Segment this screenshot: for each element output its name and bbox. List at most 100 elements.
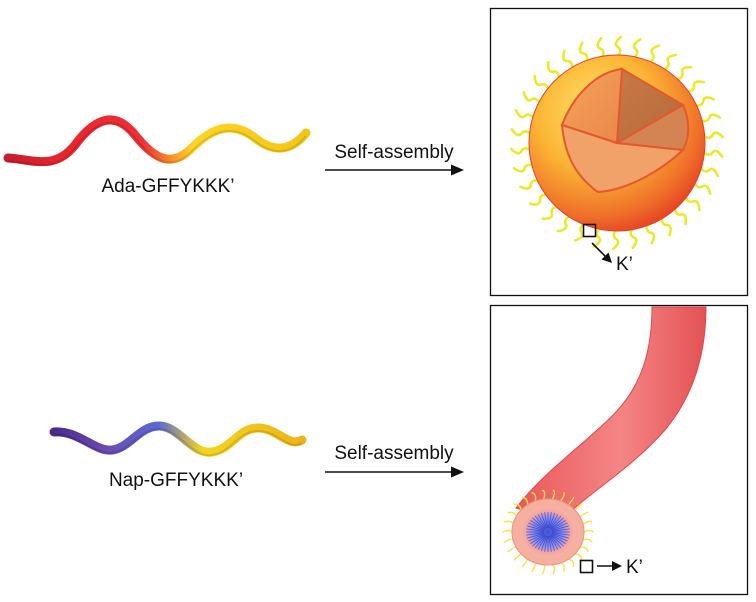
ligand-chain (629, 226, 638, 250)
ligand-chain (528, 193, 550, 206)
ligand-chain (645, 222, 656, 245)
residue-arrow-bottom (597, 561, 622, 571)
residue-marker-box-bottom (579, 559, 594, 574)
ligand-chain (614, 35, 623, 59)
ligand-chain (660, 215, 672, 237)
ligand-chain (551, 489, 556, 500)
residue-label-top: K’ (616, 254, 633, 275)
ligand-chain (583, 529, 594, 533)
ligand-chain (541, 204, 560, 221)
core-strand (532, 517, 546, 530)
ligand-chain (692, 180, 712, 195)
residue-arrow-top (591, 242, 612, 263)
ligand-chain (698, 165, 720, 177)
core-strand (548, 512, 552, 529)
ligand-chain (522, 91, 542, 106)
core-strand (526, 525, 545, 532)
core-strand (551, 525, 570, 532)
core-strand (548, 535, 556, 552)
core-strand (534, 534, 546, 549)
core-strand (551, 534, 567, 545)
ligand-chain (541, 489, 546, 500)
core-strand (549, 513, 559, 529)
ligand-chain (509, 147, 533, 155)
ligand-chain (531, 492, 537, 502)
ligand-chain (692, 96, 715, 107)
ligand-chain (701, 149, 724, 158)
core-strand (526, 532, 545, 536)
ligand-chain (647, 44, 661, 65)
core-strand (551, 532, 570, 539)
ada-peptide-label: Ada-GFFYKKK’ (101, 176, 234, 197)
core-strand (540, 535, 548, 552)
core-strand (534, 515, 546, 530)
ligand-chain (574, 553, 583, 561)
ligand-chain (510, 128, 533, 137)
ligand-chain (574, 503, 583, 511)
ligand-chain (514, 109, 536, 121)
self-assembly-label-bottom: Self-assembly (334, 443, 454, 464)
ligand-chain (521, 496, 529, 506)
ligand-chain (674, 65, 693, 82)
nap-peptide-label: Nap-GFFYKKK’ (109, 470, 243, 491)
ligand-chain (546, 60, 561, 81)
ligand-chain (556, 214, 573, 233)
core-strand (550, 534, 562, 549)
core-strand (537, 513, 547, 529)
residue-label-bottom: K’ (626, 557, 643, 578)
ligand-chain (578, 41, 589, 64)
core-strand (551, 522, 568, 531)
ligand-chain (513, 503, 522, 511)
core-strand (551, 533, 568, 542)
ligand-chain (533, 74, 551, 92)
core-strand (550, 517, 564, 530)
core-strand (526, 528, 545, 532)
core-strand (528, 533, 545, 542)
ligand-chain (567, 558, 575, 568)
arrow-top (325, 164, 464, 176)
core-strand (549, 535, 559, 551)
ligand-chain (596, 36, 605, 60)
ligand-chain (684, 80, 706, 93)
ligand-chain (698, 113, 722, 123)
ligand-chain (611, 227, 620, 251)
core-strand (544, 512, 548, 529)
ligand-chain (632, 38, 642, 60)
ligand-chain (582, 520, 593, 525)
nanofiber (502, 306, 707, 575)
core-strand (551, 519, 567, 530)
residue-marker-box-top (582, 223, 597, 238)
core-strand (532, 534, 546, 547)
ligand-chain (579, 511, 589, 518)
self-assembly-label-top: Self-assembly (334, 142, 454, 163)
ligand-chain (582, 538, 593, 543)
core-strand (544, 535, 548, 552)
ligand-chain (562, 49, 574, 71)
sphere-ligands (509, 35, 725, 251)
ligand-chain (701, 131, 725, 139)
ligand-chain (579, 546, 589, 553)
core-strand (529, 534, 545, 545)
core-strand (551, 532, 570, 536)
core-strand (548, 512, 556, 529)
core-strand (526, 532, 545, 539)
ligand-chain (512, 163, 536, 173)
ligand-chain (567, 496, 575, 506)
ligand-chain (519, 179, 542, 190)
core-strand (537, 535, 547, 551)
core-strand (548, 535, 552, 552)
core-strand (540, 512, 548, 529)
core-strand (551, 528, 570, 532)
ligand-chain (683, 194, 701, 212)
arrow-bottom (325, 466, 464, 478)
ligand-chain (592, 226, 602, 248)
ligand-chain (560, 492, 565, 502)
ligand-chain (573, 221, 587, 242)
nap-peptide-ribbon (49, 421, 307, 457)
ada-peptide-ribbon (3, 115, 311, 167)
ligand-chain (673, 205, 688, 226)
micelle-sphere (509, 35, 725, 251)
core-strand (550, 534, 564, 547)
ligand-chain (661, 53, 678, 72)
